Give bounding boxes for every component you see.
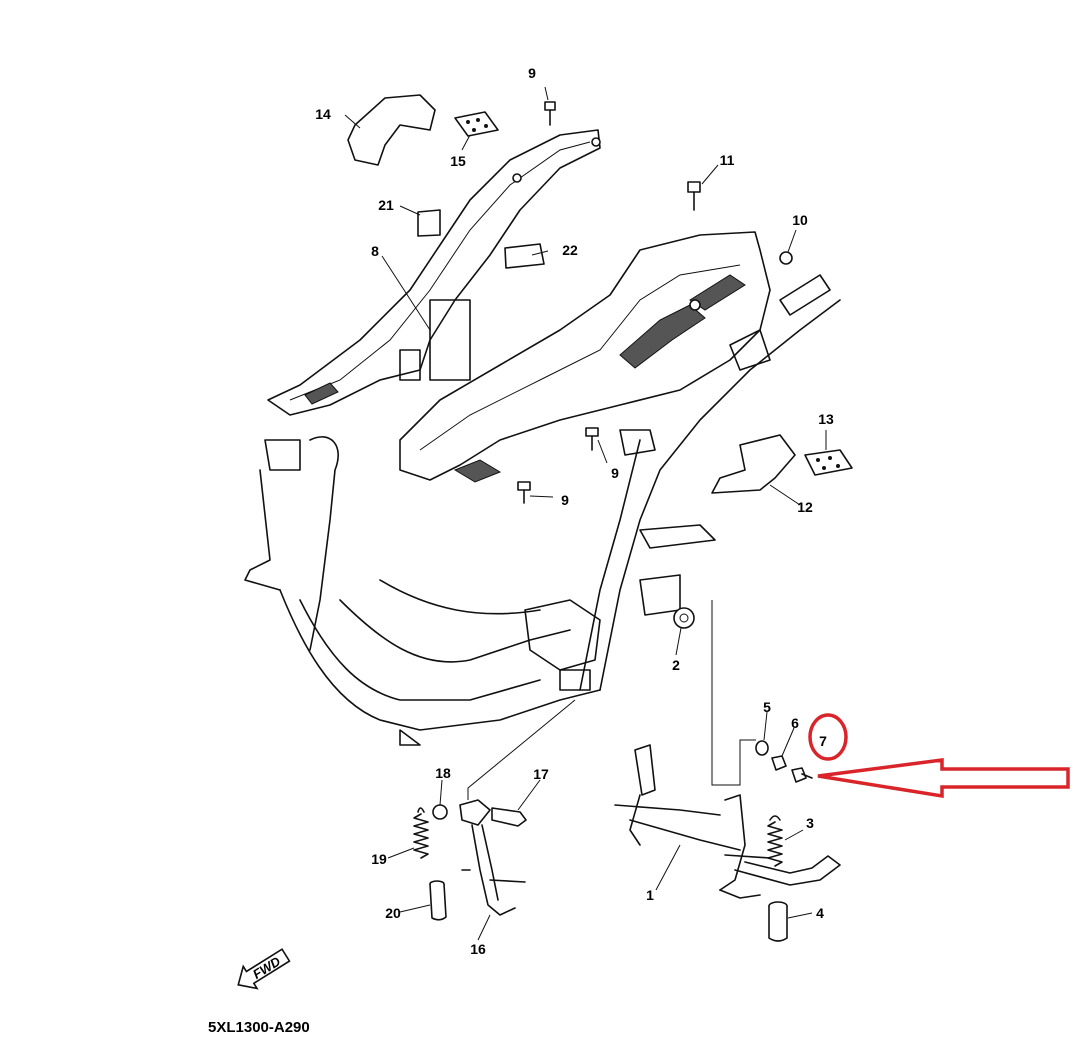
part-label-9-center: 9	[611, 465, 619, 481]
rear-cover-drawing	[711, 434, 853, 494]
highlight-circle	[808, 713, 848, 761]
floor-board-drawing	[399, 231, 771, 483]
part-label-1: 1	[646, 887, 654, 903]
main-stand-spring-drawing	[767, 815, 783, 867]
part-label-3: 3	[806, 815, 814, 831]
part-label-8: 8	[371, 243, 379, 259]
part-label-14: 14	[315, 106, 331, 122]
leader-lines	[344, 86, 827, 941]
grommet-drawing	[673, 607, 695, 629]
frame-drawing	[244, 274, 841, 746]
stand-fasteners-drawing	[755, 740, 813, 783]
part-7-highlight	[808, 713, 1070, 799]
part-label-5: 5	[763, 699, 771, 715]
stand-rubber-drawing	[768, 901, 788, 942]
part-label-22: 22	[562, 242, 578, 258]
part-label-15: 15	[450, 153, 466, 169]
label-plate-drawing	[417, 209, 441, 237]
part-label-21: 21	[378, 197, 394, 213]
part-label-10: 10	[792, 212, 808, 228]
diagram-code: 5XL1300-A290	[208, 1019, 310, 1036]
part-label-11: 11	[720, 152, 735, 168]
top-cover-drawing	[347, 94, 499, 166]
part-label-4: 4	[816, 905, 824, 921]
part-label-19: 19	[371, 851, 387, 867]
highlight-arrow-icon	[817, 758, 1070, 799]
part-label-20: 20	[385, 905, 401, 921]
part-label-18: 18	[435, 765, 451, 781]
part-number-labels: 1 2 3 4 5 6 7 8 9 9 9 10 11 12 13 14 15 …	[315, 65, 834, 957]
part-label-6: 6	[791, 715, 799, 731]
part-label-2: 2	[672, 657, 680, 673]
side-cover-drawing	[267, 129, 601, 416]
main-stand-drawing	[614, 744, 841, 899]
fwd-arrow-icon: FWD	[237, 948, 291, 990]
part-label-16: 16	[470, 941, 486, 957]
bolts-drawing	[517, 101, 793, 504]
part-label-12: 12	[797, 499, 813, 515]
part-label-7: 7	[819, 733, 827, 749]
part-label-17: 17	[533, 766, 549, 782]
side-stand-drawing	[413, 799, 527, 921]
part-label-9-top: 9	[528, 65, 536, 81]
part-label-9-lower: 9	[561, 492, 569, 508]
part-label-13: 13	[818, 411, 834, 427]
